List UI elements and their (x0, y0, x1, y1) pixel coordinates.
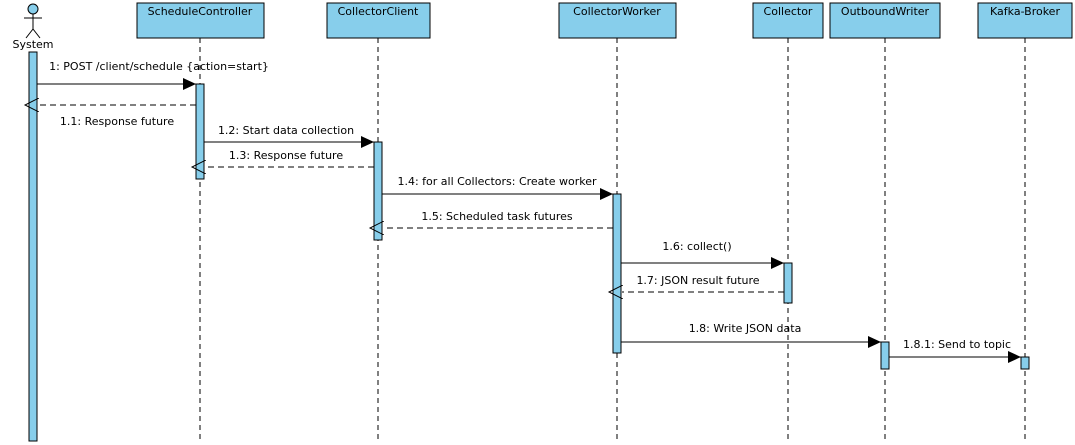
participant-collector: Collector (752, 2, 824, 441)
message-label-1-1: 1.1: Response future (60, 115, 174, 128)
activation-collector-worker (612, 193, 622, 354)
participant-label-collector-worker: CollectorWorker (573, 5, 661, 18)
message-1-8-1: 1.8.1: Send to topic (889, 338, 1021, 363)
participant-kafka-broker: Kafka-Broker (977, 2, 1073, 441)
participant-box-outbound-writer (829, 2, 941, 39)
activation-system (28, 51, 38, 442)
message-1-1: 1.1: Response future (38, 105, 196, 128)
participant-label-collector-client: CollectorClient (338, 5, 419, 18)
participant-box-collector (752, 2, 824, 39)
message-label-1: 1: POST /client/schedule {action=start} (49, 60, 269, 73)
message-1-2: 1.2: Start data collection (204, 124, 374, 148)
message-label-1-4: 1.4: for all Collectors: Create worker (397, 175, 597, 188)
participant-box-kafka-broker (977, 2, 1073, 39)
message-1-7: 1.7: JSON result future (622, 274, 784, 292)
participant-label-outbound-writer: OutboundWriter (841, 5, 930, 18)
message-label-1-8-1: 1.8.1: Send to topic (903, 338, 1011, 351)
participant-collector-worker: CollectorWorker (558, 2, 677, 441)
message-1-5: 1.5: Scheduled task futures (383, 210, 613, 228)
actor-system: System (12, 3, 54, 442)
activation-collector-client (373, 141, 383, 241)
activation-outbound-writer (880, 341, 890, 370)
message-1-6: 1.6: collect() (621, 240, 784, 269)
participant-box-collector-client (326, 2, 431, 39)
message-1-4: 1.4: for all Collectors: Create worker (382, 175, 613, 200)
message-label-1-8: 1.8: Write JSON data (689, 322, 802, 335)
message-1-3: 1.3: Response future (205, 149, 374, 167)
message-label-1-5: 1.5: Scheduled task futures (421, 210, 573, 223)
participant-box-schedule-controller (136, 2, 265, 39)
message-label-1-2: 1.2: Start data collection (218, 124, 354, 137)
message-label-1-3: 1.3: Response future (229, 149, 343, 162)
participant-label-collector: Collector (764, 5, 813, 18)
message-1: 1: POST /client/schedule {action=start} (37, 60, 269, 90)
participant-label-kafka-broker: Kafka-Broker (990, 5, 1060, 18)
participant-collector-client: CollectorClient (326, 2, 431, 441)
activation-collector (783, 262, 793, 304)
message-label-1-7: 1.7: JSON result future (636, 274, 759, 287)
actor-label-system: System (12, 38, 53, 51)
activation-kafka-broker (1020, 356, 1030, 370)
stick-figure-actor-icon (24, 3, 42, 39)
message-label-1-6: 1.6: collect() (662, 240, 731, 253)
message-1-8: 1.8: Write JSON data (621, 322, 881, 348)
activation-schedule-controller (195, 83, 205, 180)
participant-label-schedule-controller: ScheduleController (148, 5, 253, 18)
participant-schedule-controller: ScheduleController (136, 2, 265, 441)
participant-outbound-writer: OutboundWriter (829, 2, 941, 441)
